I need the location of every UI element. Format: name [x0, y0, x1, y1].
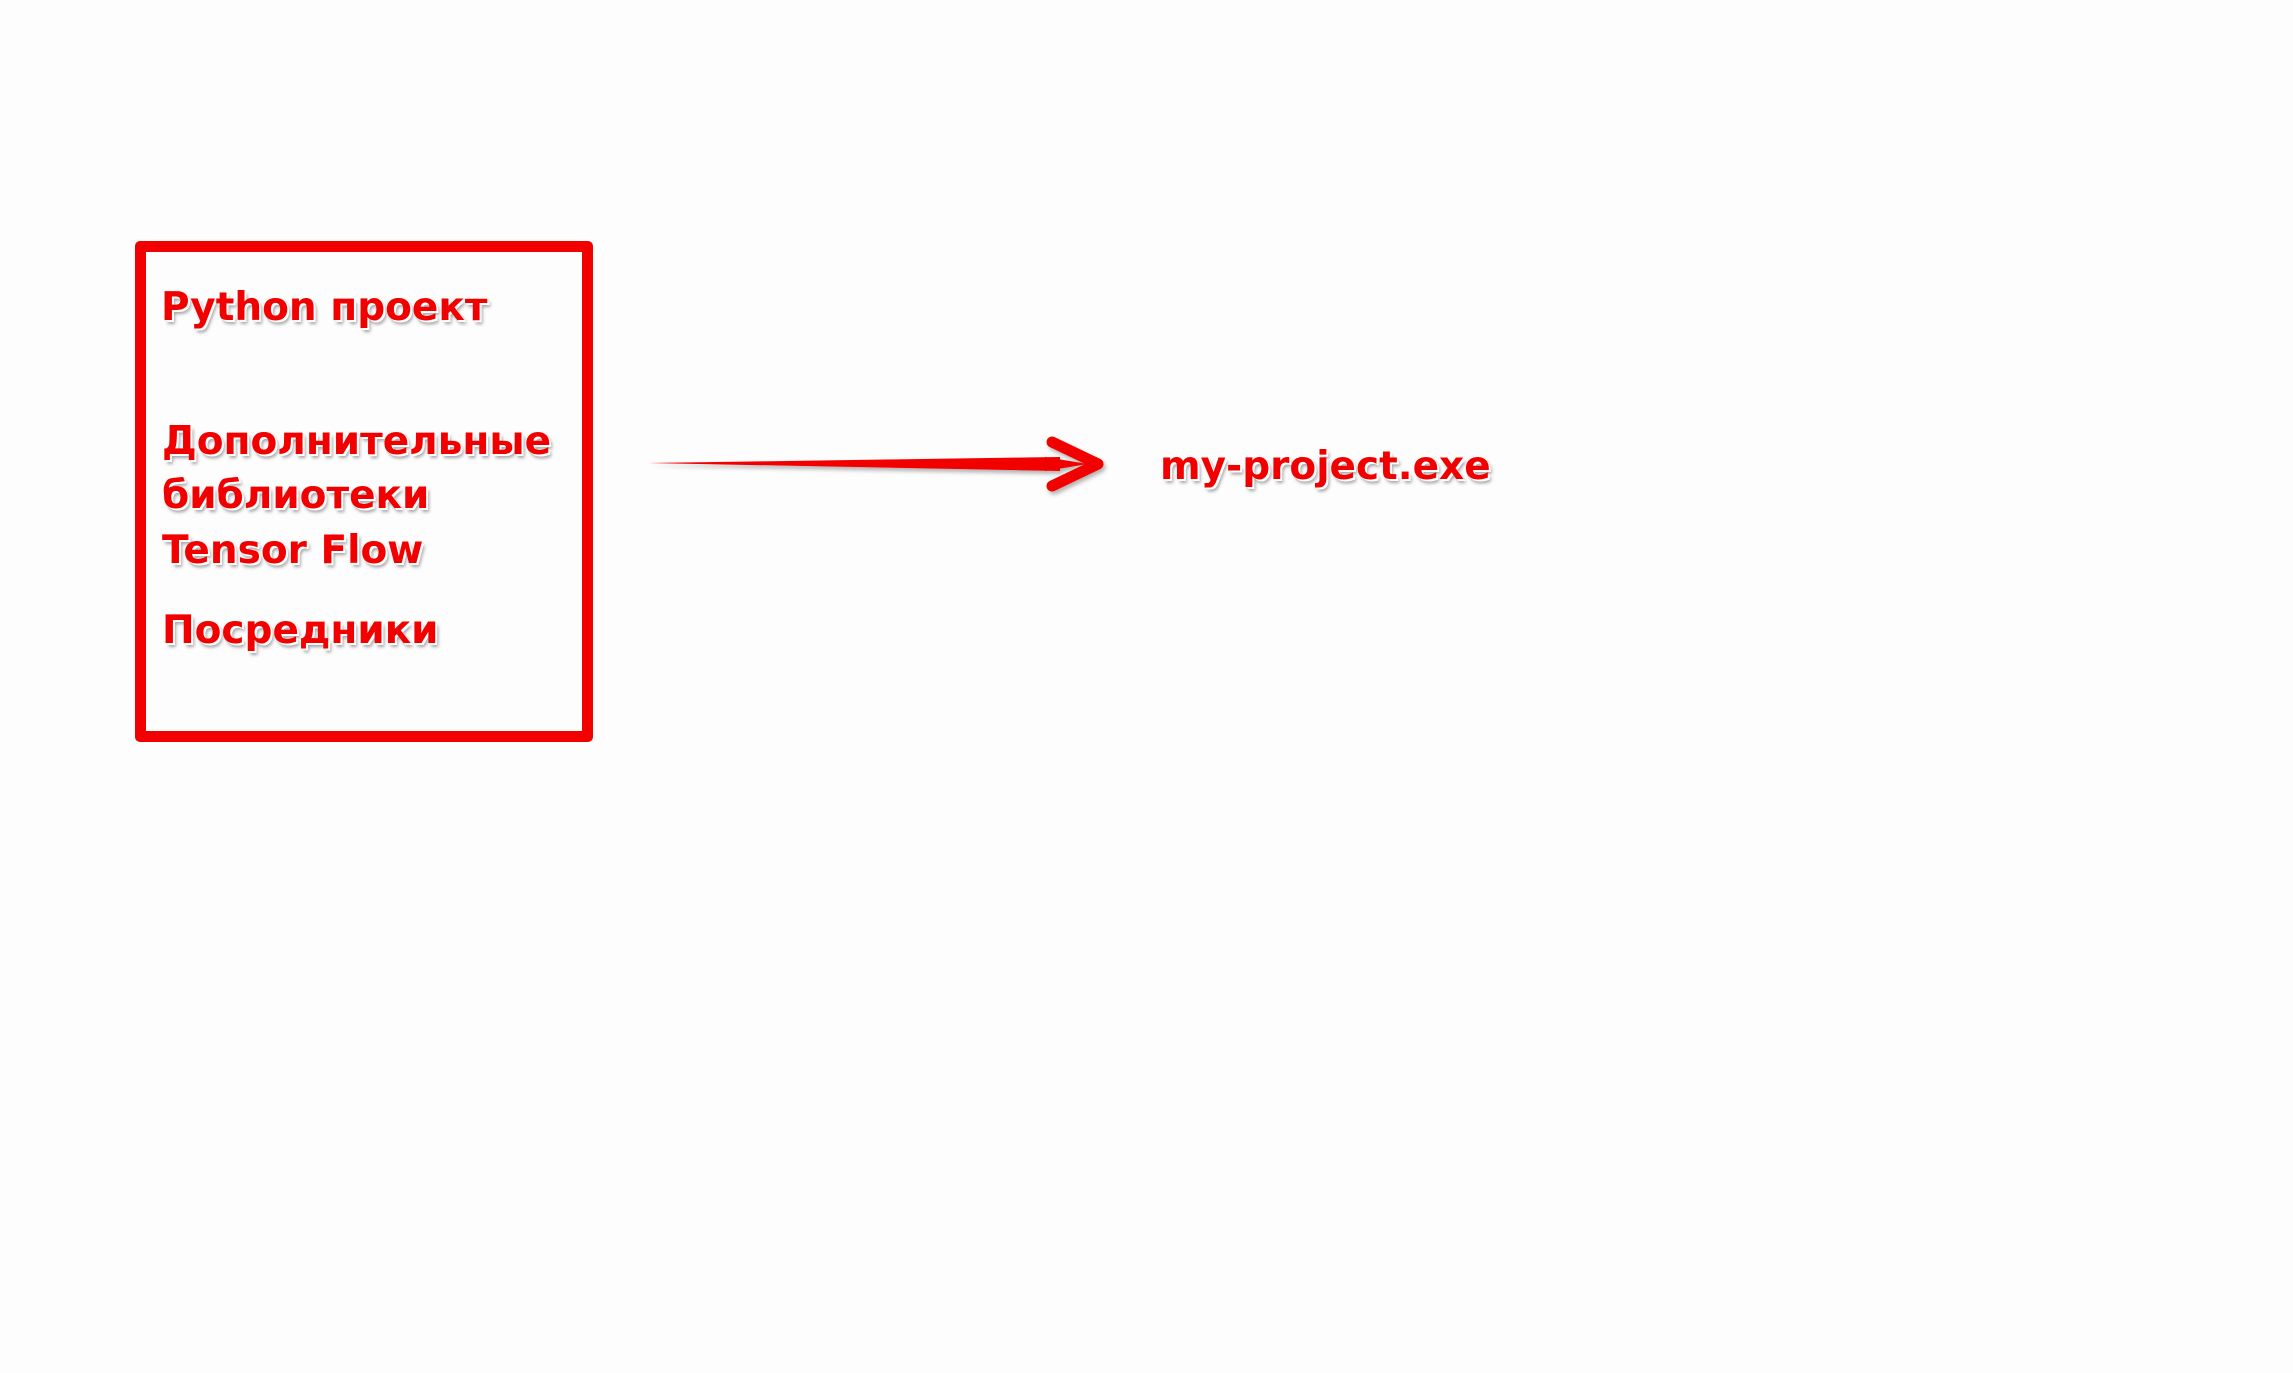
python-project-label: Python проект: [161, 285, 488, 330]
libraries-label: библиотеки: [162, 473, 430, 518]
additional-label: Дополнительные: [162, 419, 552, 464]
project-box: [135, 241, 593, 742]
output-exe-label: my-project.exe: [1160, 444, 1491, 489]
intermediaries-label: Посредники: [162, 608, 439, 653]
tensorflow-label: Tensor Flow: [162, 528, 424, 573]
arrow-right-icon: [648, 436, 1104, 492]
